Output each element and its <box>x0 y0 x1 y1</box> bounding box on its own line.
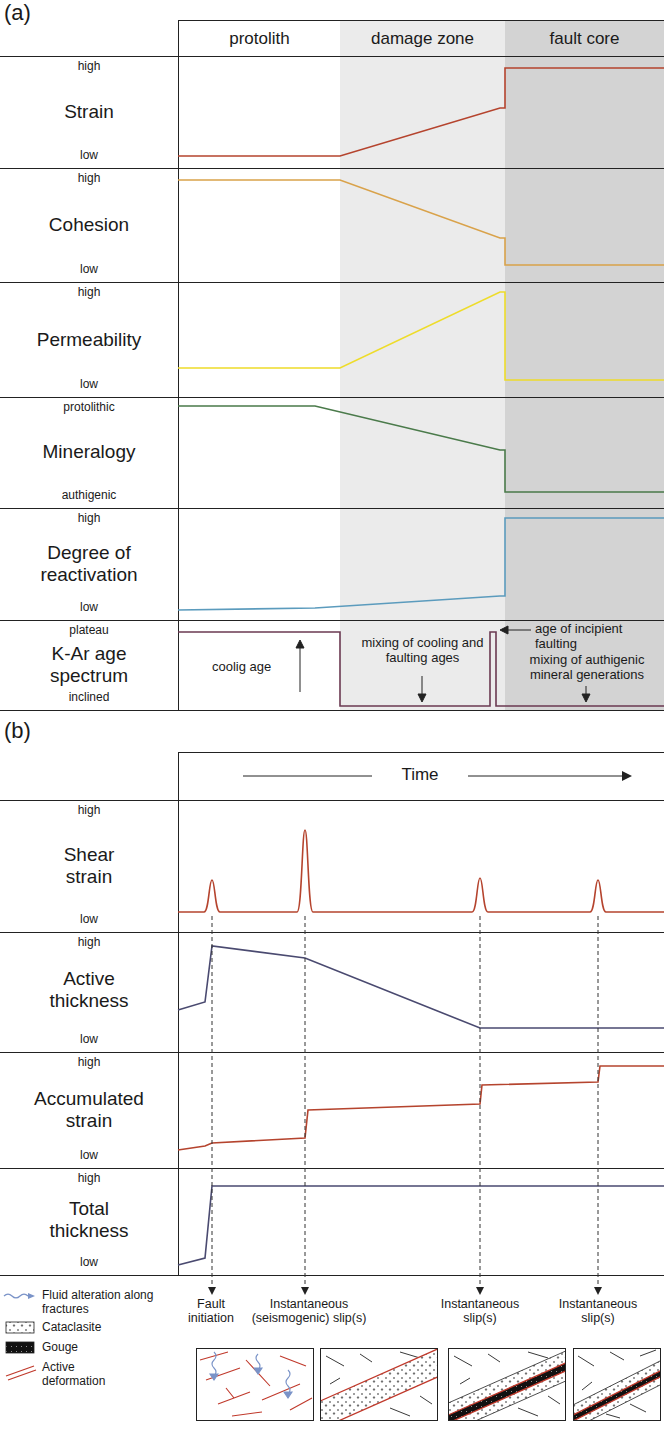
legend-text: Fluid alteration along fractures <box>42 1289 154 1317</box>
scale-high: high <box>14 936 164 950</box>
header-text: fault core <box>550 29 620 49</box>
header-text: protolith <box>229 29 289 49</box>
column-header: protolith <box>179 21 340 56</box>
legend-text: Gouge <box>42 1341 154 1355</box>
scale-low: low <box>14 913 164 927</box>
row-title: Total thickness <box>34 1198 144 1242</box>
annotation: mixing of cooling and faulting ages <box>345 636 500 666</box>
scale-low: inclined <box>14 691 164 705</box>
scale-low: low <box>14 149 164 163</box>
event-label: Instantaneous slip(s) <box>430 1297 530 1326</box>
event-label: Instantaneous (seismogenic) slip(s) <box>246 1297 372 1326</box>
scale-high: high <box>14 804 164 818</box>
row-title: Permeability <box>14 329 164 351</box>
scale-high: high <box>14 512 164 526</box>
scale-high: high <box>14 1056 164 1070</box>
scale-high: protolithic <box>14 401 164 415</box>
scale-high: high <box>14 60 164 74</box>
scale-low: authigenic <box>14 489 164 503</box>
panel-letter: (a) <box>4 0 44 25</box>
row-title: Shear strain <box>44 844 134 888</box>
legend-text: Cataclasite <box>42 1321 154 1335</box>
column-header: fault core <box>505 21 664 56</box>
scale-low: low <box>14 601 164 615</box>
row-title: Mineralogy <box>14 441 164 463</box>
scale-high: high <box>14 172 164 186</box>
legend-text: Active deformation <box>42 1361 114 1389</box>
scale-high: high <box>14 286 164 300</box>
row-title: Accumulated strain <box>24 1088 154 1132</box>
row-title: Strain <box>14 101 164 123</box>
event-label: Instantaneous slip(s) <box>548 1297 648 1326</box>
row-title: K-Ar age spectrum <box>24 643 154 687</box>
scale-low: low <box>14 1256 164 1270</box>
axis-title: Time <box>380 765 460 785</box>
header-text: damage zone <box>371 29 474 49</box>
panel-letter: (b) <box>4 718 44 743</box>
annotation: mixing of authigenic mineral generations <box>512 653 662 683</box>
annotation: coolig age <box>212 660 296 675</box>
scale-high: high <box>14 1172 164 1186</box>
annotation: age of incipient faulting <box>535 622 661 652</box>
scale-low: low <box>14 378 164 392</box>
row-title: Degree of reactivation <box>24 542 154 586</box>
scale-low: low <box>14 1033 164 1047</box>
scale-low: low <box>14 1149 164 1163</box>
scale-low: low <box>14 263 164 277</box>
event-label: Fault initiation <box>176 1297 246 1326</box>
column-header: damage zone <box>340 21 505 56</box>
row-title: Active thickness <box>24 968 154 1012</box>
row-title: Cohesion <box>14 214 164 236</box>
scale-high: plateau <box>14 624 164 638</box>
